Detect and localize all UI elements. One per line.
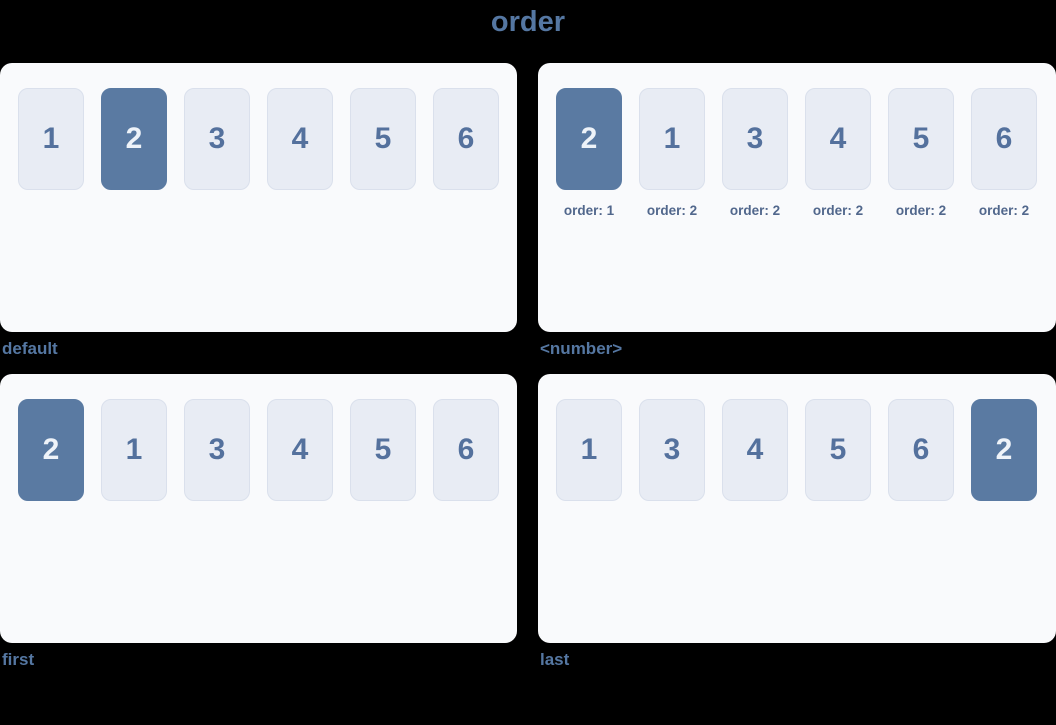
flex-item-6: 6 (888, 399, 954, 501)
flex-item-column: 6 (433, 88, 499, 190)
flex-item-column: 1 (101, 399, 167, 501)
flex-item-5: 5 (350, 399, 416, 501)
flex-item-4: 4 (267, 399, 333, 501)
flex-item-2-highlighted: 2 (101, 88, 167, 190)
panel-caption-default: default (2, 339, 58, 358)
flex-item-3: 3 (184, 88, 250, 190)
flex-item-column: 4 (722, 399, 788, 501)
flex-item-2-highlighted: 2 (18, 399, 84, 501)
flex-item-1: 1 (18, 88, 84, 190)
flex-item-4: 4 (267, 88, 333, 190)
flex-item-column: 3 (184, 88, 250, 190)
flex-item-3: 3 (184, 399, 250, 501)
flex-item-column: 3 (639, 399, 705, 501)
flex-item-column: 4 (267, 399, 333, 501)
order-value-label: order: 1 (563, 203, 615, 218)
flex-item-3: 3 (722, 88, 788, 190)
order-value-label: order: 2 (812, 203, 864, 218)
flex-item-6: 6 (433, 88, 499, 190)
flex-item-column: 2 (18, 399, 84, 501)
order-value-label: order: 2 (895, 203, 947, 218)
flex-item-5: 5 (350, 88, 416, 190)
flex-item-column: 4 order: 2 (805, 88, 871, 218)
panel-caption-last: last (540, 650, 570, 669)
flex-item-column: 5 order: 2 (888, 88, 954, 218)
demo-cell-number: 2 order: 1 1 order: 2 3 order: 2 4 order: 2 5 ord… (538, 63, 1056, 358)
flex-item-column: 4 (267, 88, 333, 190)
panel-number: 2 order: 1 1 order: 2 3 order: 2 4 order: 2 5 ord… (538, 63, 1056, 332)
flex-item-column: 2 order: 1 (556, 88, 622, 218)
flex-item-6: 6 (433, 399, 499, 501)
order-value-label: order: 2 (646, 203, 698, 218)
flex-item-2-highlighted: 2 (971, 399, 1037, 501)
flex-container: 2 order: 1 1 order: 2 3 order: 2 4 order: 2 5 ord… (556, 88, 1038, 218)
flex-item-4: 4 (805, 88, 871, 190)
flex-item-column: 1 (556, 399, 622, 501)
flex-item-column: 3 (184, 399, 250, 501)
flex-item-column: 3 order: 2 (722, 88, 788, 218)
page-header: order (0, 0, 1056, 63)
flex-item-5: 5 (888, 88, 954, 190)
flex-item-column: 5 (805, 399, 871, 501)
flex-item-1: 1 (556, 399, 622, 501)
flex-item-column: 2 (101, 88, 167, 190)
flex-item-column: 5 (350, 399, 416, 501)
order-value-label: order: 2 (978, 203, 1030, 218)
order-value-label: order: 2 (729, 203, 781, 218)
flex-item-column: 5 (350, 88, 416, 190)
panel-caption-number: <number> (540, 339, 623, 358)
flex-item-column: 6 (888, 399, 954, 501)
flex-item-column: 6 (433, 399, 499, 501)
flex-item-2-highlighted: 2 (556, 88, 622, 190)
flex-item-5: 5 (805, 399, 871, 501)
flex-item-6: 6 (971, 88, 1037, 190)
flex-item-1: 1 (101, 399, 167, 501)
flex-item-3: 3 (639, 399, 705, 501)
flex-item-4: 4 (722, 399, 788, 501)
page-title: order (490, 6, 566, 38)
flex-item-column: 6 order: 2 (971, 88, 1037, 218)
flex-item-1: 1 (639, 88, 705, 190)
flex-item-column: 2 (971, 399, 1037, 501)
flex-item-column: 1 (18, 88, 84, 190)
panel-caption-first: first (2, 650, 35, 669)
flex-item-column: 1 order: 2 (639, 88, 705, 218)
